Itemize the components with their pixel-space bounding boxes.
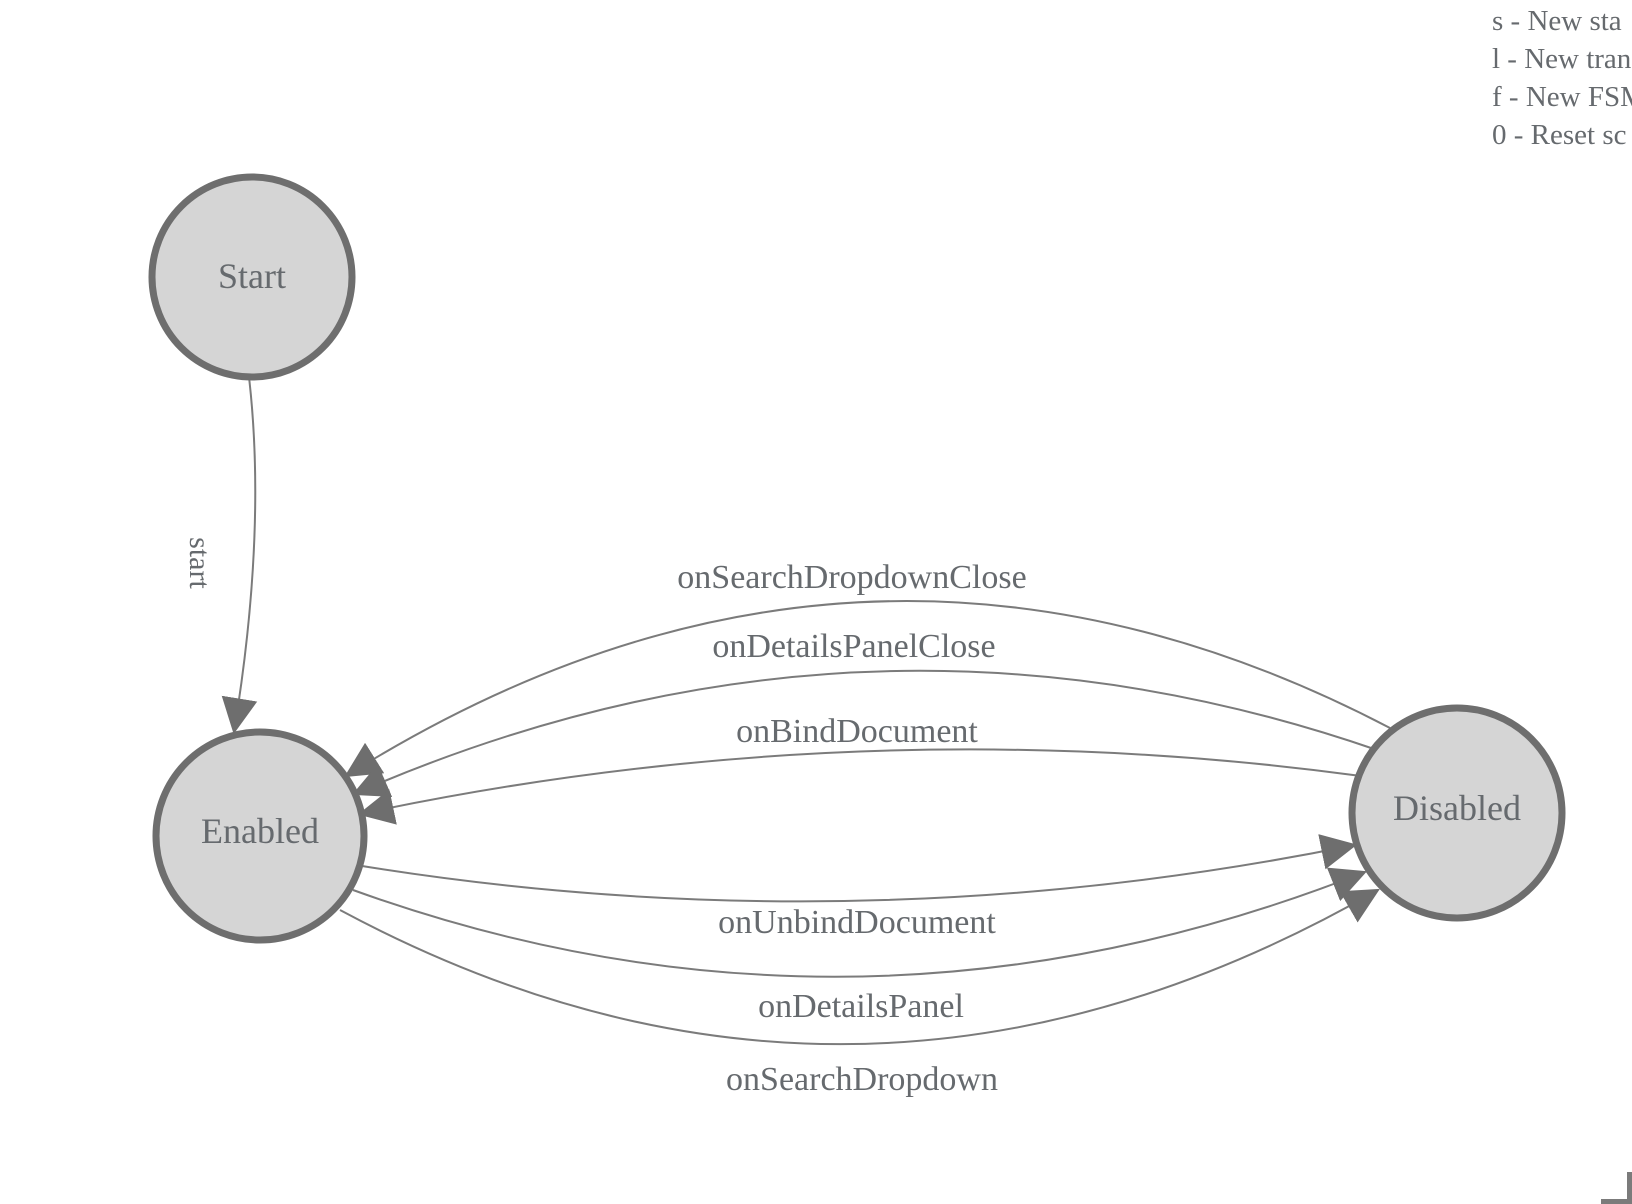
state-circle-enabled[interactable] [152,728,368,944]
legend-line-reset-scale: 0 - Reset sc [1492,119,1627,151]
transition-label-onbinddocument: onBindDocument [736,713,978,750]
edge-disabled-to-enabled-onsearchdropdownclose[interactable] [344,600,1391,778]
transition-labels: start onSearchDropdownClose onDetailsPan… [183,537,1027,1098]
state-label-start: Start [218,256,286,296]
transition-label-onsearchdropdownclose: onSearchDropdownClose [677,559,1026,596]
edge-disabled-to-enabled-ondetailspanelclose[interactable] [352,669,1378,797]
shortcut-legend: s - New sta l - New tran f - New FSM 0 -… [1492,2,1632,154]
transition-edges [221,376,1391,1046]
state-label-enabled: Enabled [201,811,319,851]
transition-label-onunbinddocument: onUnbindDocument [718,904,996,941]
edge-start-to-enabled[interactable] [221,376,258,735]
state-node-enabled[interactable]: Enabled [152,728,368,944]
transition-label-start: start [183,537,216,589]
edge-disabled-to-enabled-onbinddocument[interactable] [357,748,1362,825]
legend-line-new-state: s - New sta [1492,5,1622,37]
state-node-disabled[interactable]: Disabled [1348,704,1566,922]
transition-label-ondetailspanelclose: onDetailsPanelClose [712,628,995,665]
edge-enabled-to-disabled-ondetailspanel[interactable] [352,867,1368,978]
state-nodes: Start Enabled Disabled [148,173,1566,944]
state-circle-start[interactable] [148,173,356,381]
transition-label-ondetailspanel: onDetailsPanel [758,988,964,1025]
legend-line-new-transition: l - New tran [1492,43,1632,75]
state-node-start[interactable]: Start [148,173,356,381]
state-label-disabled: Disabled [1393,788,1521,828]
state-circle-disabled[interactable] [1348,704,1566,922]
edge-enabled-to-disabled-onunbinddocument[interactable] [361,834,1358,903]
transition-label-onsearchdropdown: onSearchDropdown [726,1061,998,1098]
canvas-corner-bracket [1601,1172,1632,1204]
legend-line-new-fsm: f - New FSM [1492,81,1632,113]
edge-enabled-to-disabled-onsearchdropdown[interactable] [339,888,1380,1046]
